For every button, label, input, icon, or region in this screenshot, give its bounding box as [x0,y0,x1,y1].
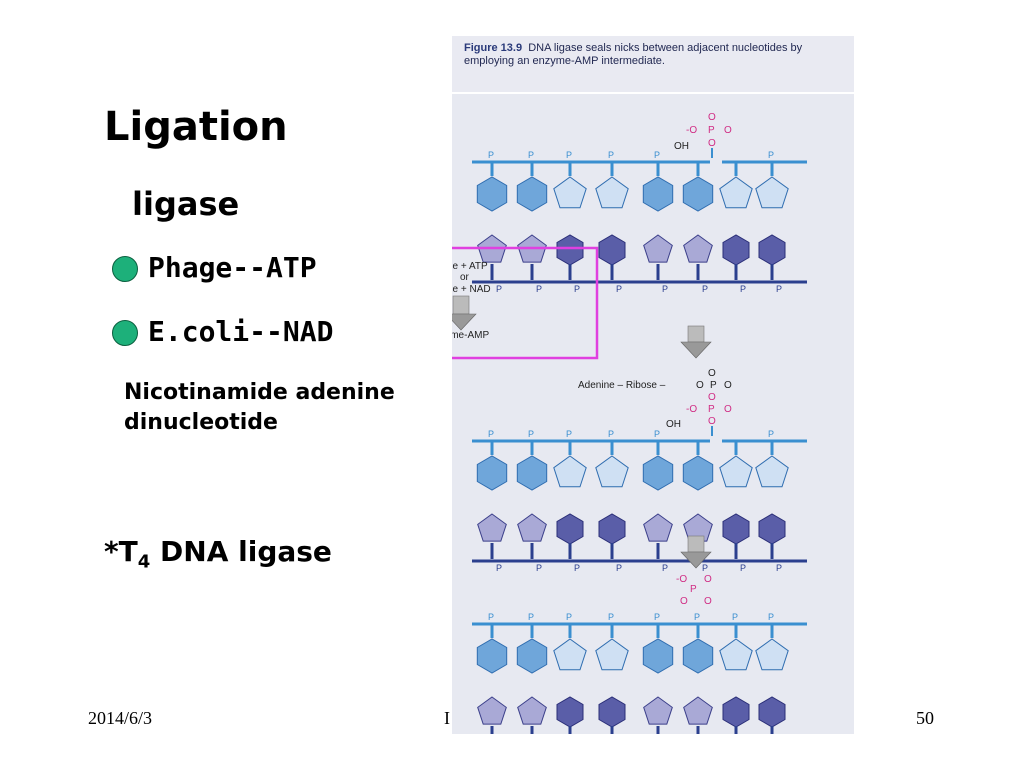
backbone-p-label: P [608,612,614,622]
backbone-p-label: P [654,612,660,622]
backbone-p-label: P [566,612,572,622]
nad-expansion-line2: dinucleotide [124,410,278,435]
backbone-p-label: P [566,429,572,439]
caption-text: DNA ligase seals nicks between adjacent … [464,42,803,67]
backbone-p-label: P [768,612,774,622]
backbone-p-label: P [616,284,622,294]
bullet-phage-atp: Phage--ATP [148,251,317,284]
amp-o-label: O [708,416,716,427]
t4-prefix: *T [104,535,138,568]
backbone-p-label: P [488,429,494,439]
backbone-p-label: P [654,429,660,439]
amp-o-label: O [724,404,732,415]
amp-p-label: P [710,380,717,391]
figure-caption: Figure 13.9 DNA ligase seals nicks betwe… [464,42,844,68]
dna-duplex: P P P P P P P P P P P P P P [472,150,807,294]
sealed-phosphate: -O O P O O [676,574,712,607]
backbone-p-label: P [732,612,738,622]
backbone-p-label: P [768,150,774,160]
backbone-p-label: P [574,563,580,573]
amp-o-minus-label: -O [686,404,697,415]
sealed-p-label: P [690,584,697,595]
sealed-o-label: O [704,574,712,585]
phosphate-group-top: O -O P O O [686,112,732,158]
dna-ligation-diagram: PPPPPPPPPPPPPPPPPPPPPPPPPPPPPPPPPPPPPPPP… [452,112,807,734]
backbone-p-label: P [776,284,782,294]
amp-o-label: O [696,380,704,391]
backbone-p-label: P [488,612,494,622]
phosphate-o-label: O [708,138,716,149]
backbone-p-label: P [776,563,782,573]
enzyme-or-label: or [460,272,470,283]
backbone-p-label: P [536,284,542,294]
caption-label: Figure 13.9 [464,42,523,54]
footer-mid: I [444,708,450,728]
backbone-p-label: P [662,284,668,294]
backbone-p-label: P [662,563,668,573]
backbone-p-label: P [488,150,494,160]
t4-suffix: DNA ligase [150,535,332,568]
figure-13-9: Figure 13.9 DNA ligase seals nicks betwe… [452,36,854,734]
backbone-p-label: P [702,284,708,294]
adenine-ribose-label: Adenine – Ribose – [578,380,666,391]
backbone-p-label: P [740,284,746,294]
arrow-icon [680,325,712,359]
t4-subscript: 4 [137,551,151,573]
enzyme-atp-label: Enzyme + ATP [452,261,488,272]
backbone-p-label: P [574,284,580,294]
bullet-dot-2 [112,320,138,346]
oh-label: OH [674,141,689,152]
amp-o-label: O [724,380,732,391]
backbone-p-label: P [694,612,700,622]
sealed-o-label: O [704,596,712,607]
footer-date: 2014/6/3 [88,708,153,728]
phosphate-p-label: P [708,125,715,136]
backbone-p-label: P [528,429,534,439]
amp-o-label: O [708,368,716,379]
nad-expansion-line1: Nicotinamide adenine [124,380,395,405]
backbone-p-label: P [528,612,534,622]
amp-p-label: P [708,404,715,415]
slide-subtitle: ligase [132,185,240,223]
page-number: 50 [916,708,934,728]
t4-dna-ligase: *T4 DNA ligase [104,535,332,573]
enzyme-amp-label: Enzyme-AMP [452,330,489,341]
backbone-p-label: P [528,150,534,160]
amp-o-label: O [708,392,716,403]
bullet-ecoli-nad: E.coli--NAD [148,315,334,348]
backbone-p-label: P [740,563,746,573]
backbone-p-label: P [536,563,542,573]
backbone-p-label: P [654,150,660,160]
adenylated-phosphate: Adenine – Ribose – O O P O O -O P O O [578,368,732,436]
backbone-p-label: P [608,429,614,439]
arrow-icon [680,535,712,569]
enzyme-nad-label: Enzyme + NAD [452,284,491,295]
sealed-o-minus-label: -O [676,574,687,585]
slide-title: Ligation [104,104,288,150]
phosphate-o-minus-label: -O [686,125,697,136]
bullet-dot-1 [112,256,138,282]
sealed-o-label: O [680,596,688,607]
backbone-p-label: P [702,563,708,573]
backbone-p-label: P [566,150,572,160]
nad-expansion: Nicotinamide adenine dinucleotide [124,378,395,438]
backbone-p-label: P [496,284,502,294]
backbone-p-label: P [608,150,614,160]
phosphate-o-label: O [708,112,716,123]
figure-caption-box: Figure 13.9 DNA ligase seals nicks betwe… [452,36,854,92]
oh-label: OH [666,419,681,430]
backbone-p-label: P [616,563,622,573]
arrow-icon [452,295,477,331]
dna-duplex: P P P P P P P P P P P P P P [472,429,807,573]
enzyme-highlight-box [452,246,599,360]
backbone-p-label: P [768,429,774,439]
phosphate-o-label: O [724,125,732,136]
backbone-p-label: P [496,563,502,573]
